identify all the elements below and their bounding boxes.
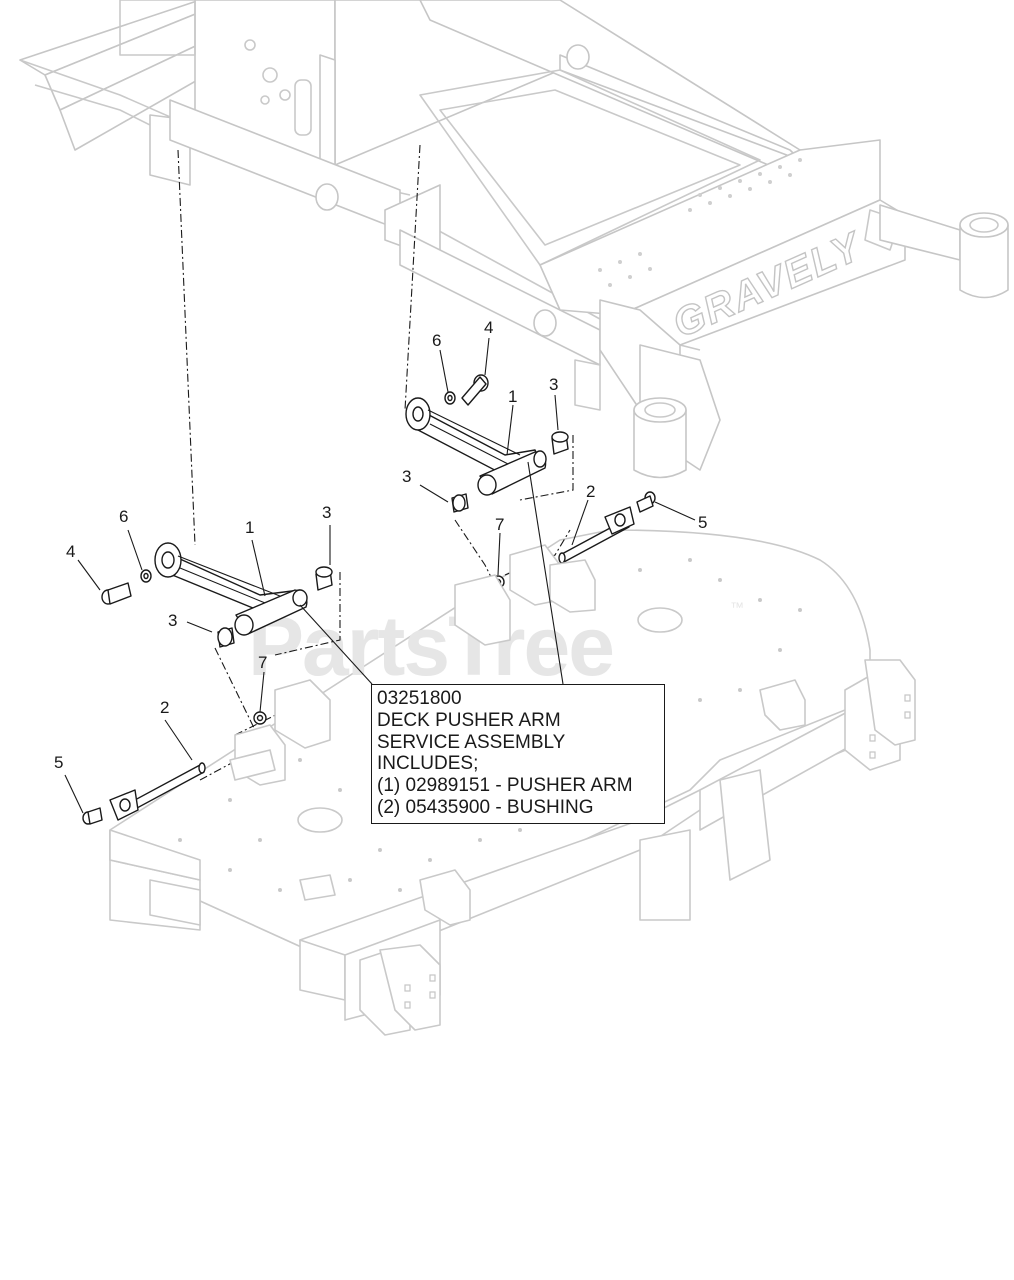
callout-right-2: 2	[586, 482, 595, 501]
callout-left-4: 4	[66, 542, 75, 561]
callout-left-6: 6	[119, 507, 128, 526]
callout-right-3a: 3	[549, 375, 558, 394]
bolt-left-5	[82, 807, 103, 825]
pusher-arm-left	[154, 542, 308, 636]
callout-right-3b: 3	[402, 467, 411, 486]
callout-left-1: 1	[245, 518, 254, 537]
callout-left-7: 7	[258, 653, 267, 672]
bolt-right-5	[636, 491, 656, 513]
callout-left-3b: 3	[168, 611, 177, 630]
nut-left	[253, 711, 267, 725]
callout-left-2: 2	[160, 698, 169, 717]
bolt-left	[101, 582, 132, 605]
note-item-1: (1) 02989151 - PUSHER ARM	[377, 775, 633, 797]
bushing-right-upper	[551, 431, 569, 455]
callout-right-7: 7	[495, 515, 504, 534]
note-part-number: 03251800	[377, 688, 462, 709]
callout-left-5: 5	[54, 753, 63, 772]
right-pusher-arm-assembly	[404, 144, 696, 685]
watermark-trademark: ™	[730, 599, 744, 615]
tractor-frame: GRAVELY	[19, 0, 1009, 479]
callout-labels-right: 1 2 3 3 4 5 6 7	[402, 318, 707, 534]
mower-deck	[109, 529, 916, 1036]
callout-left-3a: 3	[322, 503, 331, 522]
watermark-text: PartsTree	[248, 599, 613, 693]
pusher-arm-right	[405, 397, 547, 496]
bolt-right	[461, 374, 489, 406]
callout-right-4: 4	[484, 318, 493, 337]
deck-bracket-left	[229, 679, 331, 786]
note-line-3: INCLUDES;	[377, 753, 479, 775]
callout-right-5: 5	[698, 513, 707, 532]
callout-right-6: 6	[432, 331, 441, 350]
callout-labels-left: 1 2 3 3 4 5 6 7	[54, 503, 331, 772]
clevis-left	[109, 789, 139, 821]
note-line-1: DECK PUSHER ARM	[377, 709, 561, 731]
note-line-2: SERVICE ASSEMBLY	[377, 731, 566, 753]
bushing-left-lower	[217, 627, 235, 648]
bushing-left-upper	[315, 566, 333, 591]
left-pusher-arm-assembly	[64, 149, 373, 825]
washer-right-6	[444, 391, 456, 405]
note-item-2: (2) 05435900 - BUSHING	[377, 796, 594, 818]
bushing-right-lower	[451, 493, 469, 513]
clevis-right	[604, 506, 635, 535]
service-assembly-note: 03251800 DECK PUSHER ARM SERVICE ASSEMBL…	[371, 684, 665, 824]
washer-left-6	[140, 569, 152, 583]
callout-right-1: 1	[508, 387, 517, 406]
deck-bracket-right	[454, 544, 596, 646]
